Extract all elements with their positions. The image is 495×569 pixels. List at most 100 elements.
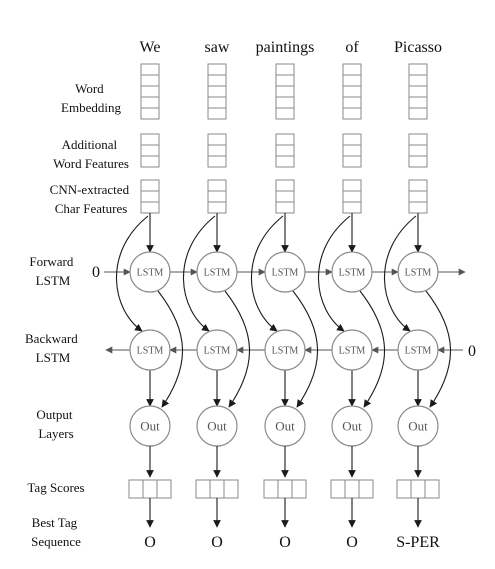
tag-score-cell <box>128 479 144 499</box>
tag-score-cell <box>344 479 360 499</box>
word-embedding-vector <box>342 63 362 120</box>
tag-score-cell <box>142 479 158 499</box>
output-layer-node: Out <box>397 405 439 447</box>
feature-cell <box>140 96 160 109</box>
node-circle <box>196 329 238 371</box>
feature-cell <box>342 63 362 76</box>
row-labels: Word Embedding Additional Word Features … <box>25 81 130 549</box>
feature-cell <box>275 179 295 192</box>
input-word: Picasso <box>394 39 442 56</box>
feature-cell <box>275 85 295 98</box>
input-to-backward-arrow <box>183 215 216 332</box>
input-to-backward-arrow <box>251 215 284 332</box>
label-word-embedding: Word Embedding <box>61 81 121 115</box>
node-circle <box>264 251 306 293</box>
additional-features-vector <box>342 133 362 168</box>
forward-lstm-cell: LSTM <box>331 251 373 293</box>
forward-to-output-arrow <box>359 290 386 408</box>
feature-cell <box>275 74 295 87</box>
node-circle <box>331 329 373 371</box>
tag-score-cell <box>396 479 412 499</box>
feature-cell <box>342 179 362 192</box>
feature-cell <box>140 179 160 192</box>
tag-score-cell <box>263 479 279 499</box>
node-label: LSTM <box>137 346 164 357</box>
char-features-vector <box>408 179 428 214</box>
feature-cell <box>342 133 362 146</box>
forward-lstm-cell: LSTM <box>397 251 439 293</box>
feature-cell <box>140 133 160 146</box>
feature-cell <box>342 190 362 203</box>
predicted-tag: O <box>144 534 156 551</box>
additional-features-vector <box>408 133 428 168</box>
feature-cell <box>140 85 160 98</box>
feature-cell <box>275 133 295 146</box>
feature-cell <box>342 74 362 87</box>
node-label: Out <box>275 419 295 434</box>
tag-score-cell <box>195 479 211 499</box>
feature-cell <box>275 155 295 168</box>
tag-score-cell <box>209 479 225 499</box>
node-circle <box>129 251 171 293</box>
feature-cell <box>275 96 295 109</box>
tag-score-cell <box>156 479 172 499</box>
word-embedding-vector <box>408 63 428 120</box>
label-forward-lstm: Forward LSTM <box>29 254 76 288</box>
feature-cell <box>408 179 428 192</box>
output-layer-node: Out <box>264 405 306 447</box>
word-embedding-vector <box>140 63 160 120</box>
input-to-backward-arrow <box>116 215 149 332</box>
forward-to-output-arrow <box>292 290 319 408</box>
feature-cell <box>408 155 428 168</box>
feature-cell <box>207 74 227 87</box>
feature-cell <box>408 63 428 76</box>
tag-score-vector <box>195 479 239 499</box>
input-word: saw <box>205 39 230 56</box>
feature-cell <box>207 133 227 146</box>
feature-cell <box>207 144 227 157</box>
feature-cell <box>408 85 428 98</box>
backward-lstm-cell: LSTM <box>331 329 373 371</box>
char-features-vector <box>140 179 160 214</box>
node-circle <box>397 329 439 371</box>
tag-score-vector <box>330 479 374 499</box>
label-backward-lstm: Backward LSTM <box>25 331 81 365</box>
char-features-vector <box>275 179 295 214</box>
node-label: Out <box>207 419 227 434</box>
node-label: LSTM <box>204 268 231 279</box>
tag-score-cell <box>330 479 346 499</box>
tag-score-vector <box>128 479 172 499</box>
feature-cell <box>408 190 428 203</box>
additional-features-vector <box>207 133 227 168</box>
tag-score-cell <box>424 479 440 499</box>
word-embedding-vector <box>207 63 227 120</box>
feature-cell <box>140 144 160 157</box>
additional-features-vector <box>275 133 295 168</box>
feature-cell <box>207 96 227 109</box>
input-word: of <box>345 39 359 56</box>
feature-cell <box>275 107 295 120</box>
backward-lstm-cell: LSTM <box>397 329 439 371</box>
tag-score-cell <box>277 479 293 499</box>
feature-cell <box>342 96 362 109</box>
feature-cell <box>408 96 428 109</box>
tag-score-vector <box>396 479 440 499</box>
predicted-tag: O <box>346 534 358 551</box>
feature-cell <box>140 74 160 87</box>
feature-cell <box>408 144 428 157</box>
feature-cell <box>342 107 362 120</box>
tag-score-cell <box>358 479 374 499</box>
node-label: LSTM <box>405 346 432 357</box>
node-label: LSTM <box>339 268 366 279</box>
predicted-tag: O <box>211 534 223 551</box>
predicted-tag: S-PER <box>396 534 440 551</box>
forward-to-output-arrow <box>425 290 452 408</box>
node-label: LSTM <box>272 346 299 357</box>
feature-cell <box>342 85 362 98</box>
feature-cell <box>140 201 160 214</box>
